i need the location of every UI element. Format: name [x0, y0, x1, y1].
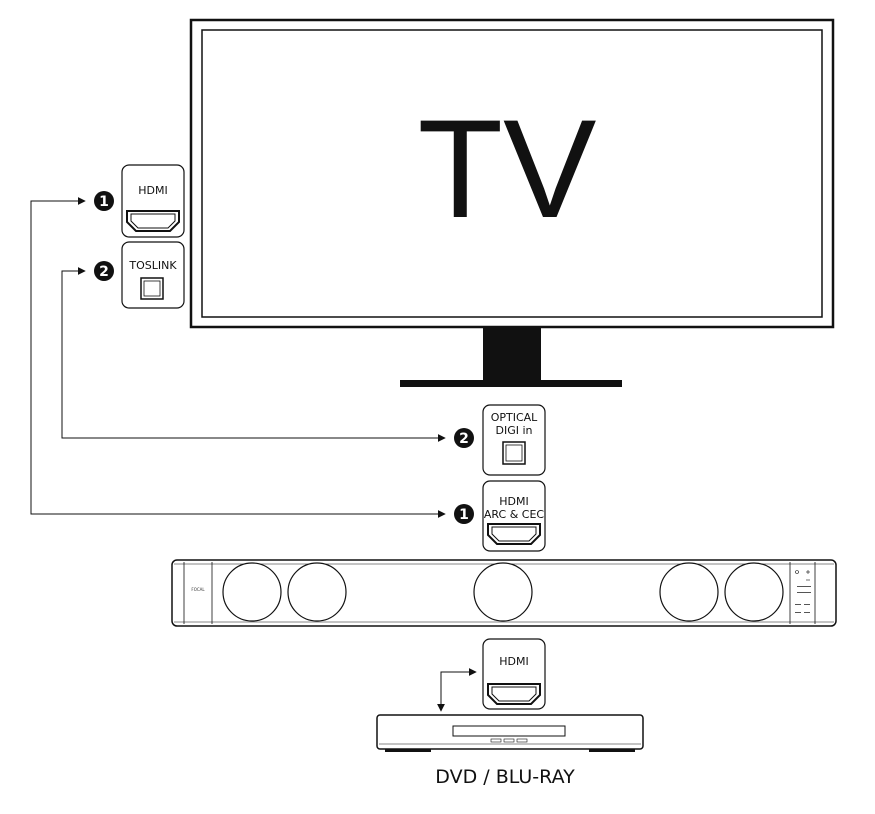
tv-stand-neck: [483, 327, 541, 380]
tv-hdmi-port-box: HDMI: [121, 164, 185, 238]
player-button: [503, 738, 515, 743]
tv-stand-base: [400, 380, 622, 387]
optical-label-line2: DIGI in: [495, 424, 532, 437]
tv-toslink-port-box: TOSLINK: [121, 241, 185, 309]
speaker-driver-1: [222, 562, 282, 622]
tv: TV: [189, 18, 835, 387]
badge-1-tv: 1: [94, 191, 114, 211]
connection-optical-line: [61, 267, 446, 442]
badge-2-tv-number: 2: [99, 264, 109, 280]
speaker-driver-3: [473, 562, 533, 622]
tv-label: TV: [418, 90, 597, 247]
speaker-driver-5: [724, 562, 784, 622]
optical-connector-icon: [502, 441, 526, 465]
badge-1-soundbar: 1: [454, 504, 474, 524]
badge-1-soundbar-number: 1: [459, 507, 469, 523]
connection-player-line: [437, 668, 477, 712]
player-hdmi-label: HDMI: [499, 655, 528, 668]
tv-hdmi-label: HDMI: [138, 184, 167, 197]
speaker-driver-4: [659, 562, 719, 622]
hdmi-connector-icon: [487, 523, 541, 545]
soundbar-control-panel: [795, 570, 811, 613]
dvd-player: [376, 714, 644, 752]
player-button: [490, 738, 502, 743]
player-foot-right: [589, 749, 635, 752]
player-button: [516, 738, 528, 743]
hdmi-arc-label-line2: ARC & CEC: [484, 508, 545, 521]
badge-2-soundbar-number: 2: [459, 431, 469, 447]
soundbar-hdmi-port-box: HDMI ARC & CEC: [482, 480, 546, 552]
soundbar-optical-port-box: OPTICAL DIGI in: [482, 404, 546, 476]
hdmi-connector-icon: [487, 683, 541, 705]
connection-hdmi-line: [30, 197, 446, 518]
dvd-bluray-label: DVD / BLU-RAY: [435, 766, 575, 788]
badge-1-tv-number: 1: [99, 194, 109, 210]
soundbar-brand-logo: FOCAL: [191, 587, 205, 592]
speaker-driver-2: [287, 562, 347, 622]
disc-tray: [452, 725, 566, 737]
player-hdmi-port-box: HDMI: [482, 638, 546, 710]
player-foot-left: [385, 749, 431, 752]
hdmi-arc-label-line1: HDMI: [499, 495, 528, 508]
soundbar: FOCAL: [171, 559, 837, 627]
optical-label-line1: OPTICAL: [491, 411, 538, 424]
badge-2-soundbar: 2: [454, 428, 474, 448]
badge-2-tv: 2: [94, 261, 114, 281]
tv-toslink-label: TOSLINK: [128, 259, 177, 272]
